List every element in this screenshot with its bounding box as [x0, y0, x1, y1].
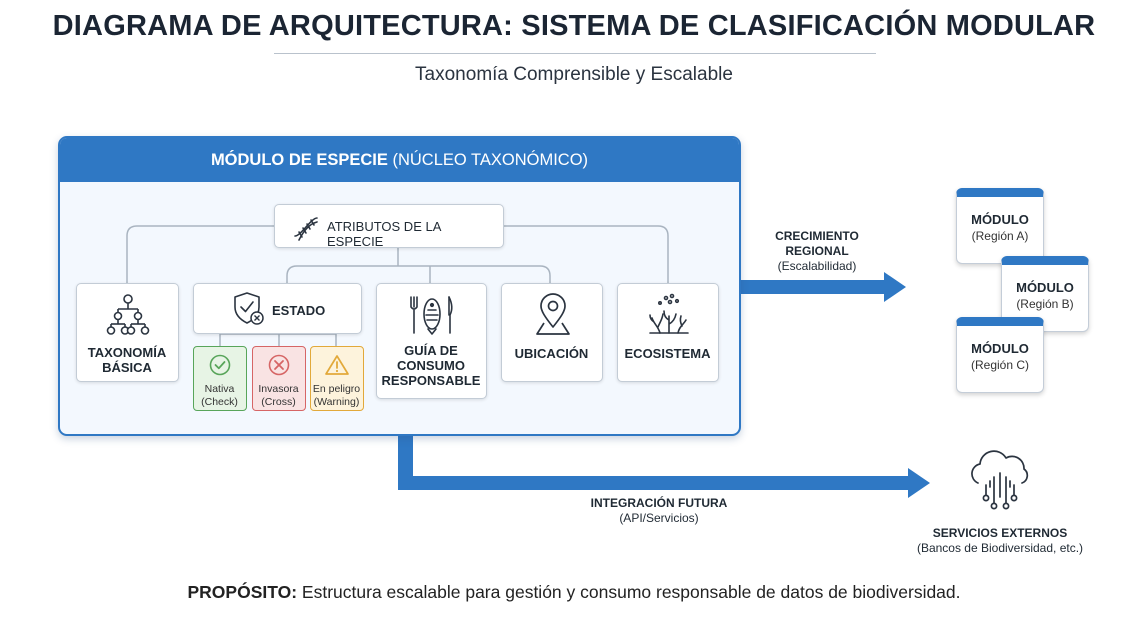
page-title: DIAGRAMA DE ARQUITECTURA: SISTEMA DE CLA… [52, 10, 1096, 42]
map-pin-icon [536, 293, 570, 335]
ecosistema-card: ECOSISTEMA [617, 283, 719, 382]
status-en-peligro: En peligro (Warning) [310, 346, 364, 411]
purpose-text: Estructura escalable para gestión y cons… [301, 582, 961, 602]
guia-label-line1: GUÍA DE [404, 343, 458, 358]
status-invasora-line1: Invasora [258, 383, 299, 395]
shield-check-icon [234, 292, 264, 325]
integration-label: INTEGRACIÓN FUTURA (API/Servicios) [566, 496, 752, 526]
ubicacion-label: UBICACIÓN [514, 346, 589, 361]
dna-icon [294, 217, 318, 241]
status-en-peligro-line2: (Warning) [313, 396, 360, 408]
coral-icon [649, 293, 689, 334]
region-module-a: MÓDULO (Región A) [956, 188, 1044, 264]
warning-icon [325, 355, 349, 375]
external-services-line1: SERVICIOS EXTERNOS [932, 526, 1068, 540]
check-icon [209, 354, 231, 376]
region-b-title: MÓDULO [1016, 280, 1074, 295]
attributes-box: ATRIBUTOS DE LA ESPECIE [274, 204, 504, 249]
cross-icon [268, 354, 290, 376]
taxonomy-card: TAXONOMÍA BÁSICA [76, 283, 179, 382]
purpose-bold: PROPÓSITO: [187, 582, 298, 602]
region-module-c: MÓDULO (Región C) [956, 317, 1044, 393]
status-invasora-line2: (Cross) [261, 396, 296, 408]
page-subtitle: Taxonomía Comprensible y Escalable [415, 64, 733, 85]
growth-label-line2: REGIONAL [785, 244, 849, 258]
region-c-title: MÓDULO [971, 341, 1029, 356]
hierarchy-tree-icon [106, 294, 150, 335]
title-divider [274, 53, 876, 54]
taxonomy-label-line2: BÁSICA [102, 360, 152, 375]
external-services-line2: (Bancos de Biodiversidad, etc.) [916, 541, 1084, 555]
growth-arrow [737, 272, 906, 302]
species-module-header: MÓDULO DE ESPECIE (NÚCLEO TAXONÓMICO) [60, 138, 739, 182]
external-services-label: SERVICIOS EXTERNOS (Bancos de Biodiversi… [890, 526, 1110, 556]
integration-label-line1: INTEGRACIÓN FUTURA [590, 496, 728, 510]
species-module-header-rest: (NÚCLEO TAXONÓMICO) [392, 151, 589, 169]
region-a-title: MÓDULO [971, 212, 1029, 227]
status-en-peligro-line1: En peligro [312, 383, 361, 395]
status-nativa-line1: Nativa [204, 383, 235, 395]
estado-card: ESTADO [193, 283, 362, 334]
estado-label: ESTADO [272, 303, 326, 318]
region-b-subtitle: (Región B) [1016, 297, 1074, 311]
status-invasora: Invasora (Cross) [252, 346, 306, 411]
region-a-subtitle: (Región A) [971, 229, 1029, 243]
guia-consumo-card: GUÍA DE CONSUMO RESPONSABLE [376, 283, 487, 399]
status-nativa: Nativa (Check) [193, 346, 247, 411]
cloud-network-icon [971, 450, 1029, 510]
fish-utensils-icon [410, 296, 453, 335]
purpose-statement: PROPÓSITO: Estructura escalable para ges… [0, 582, 1148, 603]
growth-label-line1: CRECIMIENTO [775, 229, 859, 243]
guia-label-line3: RESPONSABLE [381, 373, 481, 388]
guia-label-line2: CONSUMO [397, 358, 465, 373]
ubicacion-card: UBICACIÓN [501, 283, 603, 382]
ecosistema-label: ECOSISTEMA [624, 346, 711, 361]
status-nativa-line2: (Check) [201, 396, 238, 408]
attributes-label: ATRIBUTOS DE LA ESPECIE [327, 219, 441, 249]
growth-label-line3: (Escalabilidad) [777, 259, 857, 273]
integration-label-line2: (API/Servicios) [619, 511, 699, 525]
region-c-subtitle: (Región C) [970, 358, 1030, 372]
species-module-header-bold: MÓDULO DE ESPECIE [210, 151, 388, 169]
integration-arrow [398, 432, 930, 498]
growth-label: CRECIMIENTO REGIONAL (Escalabilidad) [752, 229, 882, 274]
taxonomy-label-line1: TAXONOMÍA [87, 345, 167, 360]
